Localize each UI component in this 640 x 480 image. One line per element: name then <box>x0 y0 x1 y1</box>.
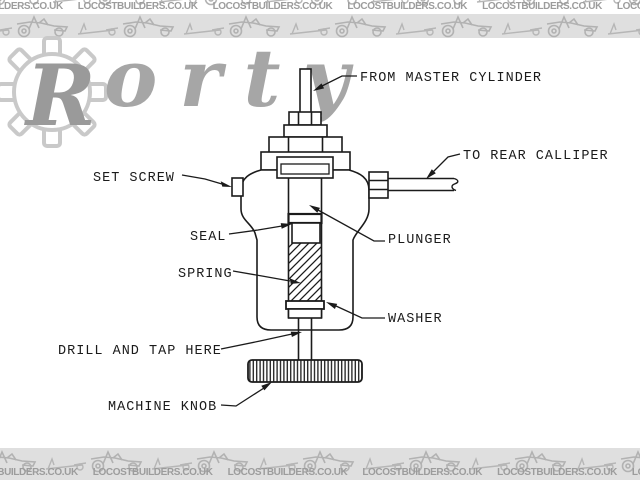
banner-site-text: LOCOSTBUILDERS.CO.UK <box>616 1 640 12</box>
label-plunger: PLUNGER <box>388 233 452 248</box>
machine-knob-shape <box>247 359 363 383</box>
inlet-nut <box>268 111 343 154</box>
washer-block <box>285 300 325 310</box>
outlet-fitting <box>368 171 389 199</box>
leader-arrowheads <box>220 83 436 391</box>
banner-text-row: LOCOSTBUILDERS.CO.UK LOCOSTBUILDERS.CO.U… <box>0 467 640 479</box>
bottom-watermark-banner: LOCOSTBUILDERS.CO.UK LOCOSTBUILDERS.CO.U… <box>0 448 640 480</box>
banner-site-text: LOCOSTBUILDERS.CO.UK <box>482 1 602 12</box>
top-watermark-banner: LOCOSTBUILDERS.CO.UK LOCOSTBUILDERS.CO.U… <box>0 0 640 38</box>
banner-site-text: LOCOSTBUILDERS.CO.UK <box>92 467 213 478</box>
gland <box>276 156 334 179</box>
banner-site-text: LOCOSTBUILDERS.CO.UK <box>0 467 78 478</box>
label-drill-and-tap-here: DRILL AND TAP HERE <box>58 344 222 359</box>
banner-site-text: LOCOSTBUILDERS.CO.UK <box>227 467 348 478</box>
spring-hatch <box>288 243 322 301</box>
banner-site-text: LOCOSTBUILDERS.CO.UK <box>212 1 333 12</box>
seal-block <box>287 212 323 225</box>
label-machine-knob: MACHINE KNOB <box>108 400 217 415</box>
outlet-pipe <box>388 177 459 192</box>
set-screw-nub <box>231 177 244 197</box>
label-from-master-cylinder: FROM MASTER CYLINDER <box>360 71 542 86</box>
label-set-screw: SET SCREW <box>93 171 175 186</box>
banner-site-text: LOCOSTBUILDERS.CO.UK <box>362 467 483 478</box>
banner-site-text: LOCOSTBUILDERS.CO.UK <box>631 467 640 478</box>
banner-text-row: LOCOSTBUILDERS.CO.UK LOCOSTBUILDERS.CO.U… <box>0 1 640 13</box>
adjuster-stem <box>297 318 313 360</box>
plunger-block <box>291 222 321 244</box>
label-seal: SEAL <box>190 230 226 245</box>
label-spring: SPRING <box>178 267 233 282</box>
banner-site-text: LOCOSTBUILDERS.CO.UK <box>0 1 63 12</box>
end-plug <box>287 308 323 319</box>
inlet-pipe <box>299 68 312 114</box>
banner-site-text: LOCOSTBUILDERS.CO.UK <box>77 1 198 12</box>
leader-lines <box>181 75 461 407</box>
label-to-rear-calliper: TO REAR CALLIPER <box>463 149 609 164</box>
label-washer: WASHER <box>388 312 443 327</box>
diagram-labels: FROM MASTER CYLINDER TO REAR CALLIPER SE… <box>58 71 609 415</box>
banner-site-text: LOCOSTBUILDERS.CO.UK <box>347 1 468 12</box>
banner-site-text: LOCOSTBUILDERS.CO.UK <box>497 467 617 478</box>
